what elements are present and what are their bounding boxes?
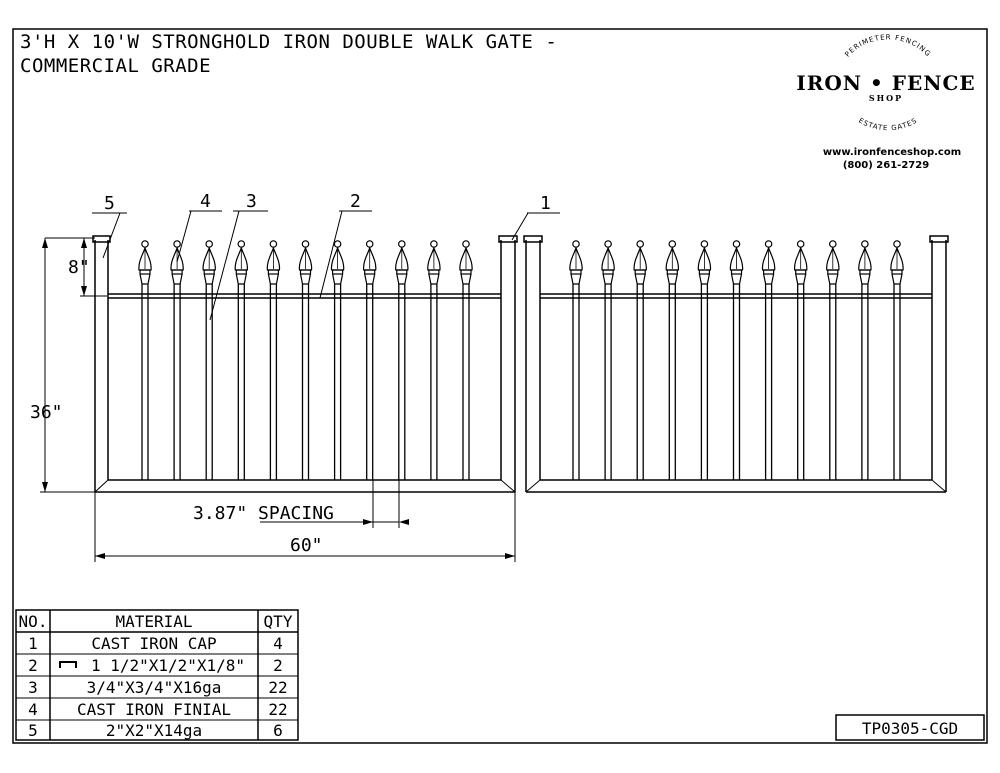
picket-right-6	[729, 240, 744, 480]
drawing-number: TP0305-CGD	[862, 719, 958, 738]
bom-row-5-qty: 6	[273, 721, 283, 740]
bom-table: NO. MATERIAL QTY 1 CAST IRON CAP 4 2 1 1…	[15, 609, 299, 741]
dim-8-arrow-top	[81, 238, 87, 248]
bom-row-1-material: CAST IRON CAP	[91, 634, 216, 653]
picket-left-2	[170, 240, 184, 480]
bom-row-2-qty: 2	[273, 656, 283, 675]
logo-phone: (800) 261-2729	[843, 160, 929, 171]
bom-row-4-no: 4	[28, 700, 38, 719]
logo-arc-top: PERIMETER FENCING	[843, 33, 932, 58]
picket-right-1	[569, 240, 583, 480]
bom-row-1-no: 1	[28, 634, 38, 653]
picket-left-11	[459, 240, 473, 480]
picket-left-5	[266, 240, 281, 480]
bom-row-1-qty: 4	[273, 634, 283, 653]
picket-left-1	[138, 240, 152, 480]
dim-36-arrow-top	[42, 238, 48, 248]
callout-3-leader	[209, 210, 240, 321]
dim-spacing-label: 3.87" SPACING	[193, 503, 334, 524]
title-line-2: COMMERCIAL GRADE	[20, 55, 211, 77]
picket-right-10	[858, 240, 872, 480]
callout-4: 4	[200, 191, 211, 212]
picket-right-8	[793, 240, 808, 480]
logo-sub: SHOP	[869, 93, 903, 103]
left-leaf-right-cap	[498, 235, 518, 243]
callout-2-leader	[319, 210, 343, 299]
sheet-border	[12, 28, 988, 744]
dim-spacing-arrow-left	[363, 519, 373, 525]
dim-spacing-arrow-right	[399, 519, 409, 525]
picket-right-7	[761, 240, 776, 480]
title-line-1: 3'H X 10'W STRONGHOLD IRON DOUBLE WALK G…	[20, 31, 557, 53]
dim-finial-label: 8"	[68, 257, 90, 278]
picket-right-3	[633, 240, 647, 480]
pickets-group	[138, 240, 904, 480]
picket-right-4	[665, 240, 680, 480]
picket-right-5	[697, 240, 712, 480]
drawing-number-box	[835, 714, 985, 741]
bom-header-qty: QTY	[264, 612, 293, 631]
iron-fence-shop-logo: PERIMETER FENCING IRON • FENCE SHOP ESTA…	[796, 33, 975, 171]
logo-name: IRON • FENCE	[796, 71, 975, 95]
right-corner-bl	[525, 479, 541, 493]
fence-drawing	[92, 235, 949, 493]
picket-left-9	[395, 240, 409, 480]
callout-5-leader	[102, 212, 121, 259]
picket-left-6	[298, 240, 313, 480]
picket-right-2	[601, 240, 615, 480]
right-post-cap	[929, 235, 949, 243]
picket-left-10	[427, 240, 441, 480]
right-corner-br	[931, 479, 947, 493]
right-leaf-left-cap	[523, 235, 543, 243]
dim-36-arrow-bottom	[42, 482, 48, 492]
dim-8-arrow-bottom	[81, 286, 87, 296]
callout-3: 3	[246, 191, 257, 212]
picket-right-11	[890, 240, 904, 480]
callout-2: 2	[350, 191, 361, 212]
bom-row-2-material: 1 1/2"X1/2"X1/8"	[91, 656, 245, 675]
logo-arc-bottom: ESTATE GATES	[857, 117, 919, 133]
bom-row-5-material: 2"X2"X14ga	[106, 721, 202, 740]
picket-left-7	[330, 240, 345, 480]
picket-left-8	[362, 240, 377, 480]
bom-row-4-material: CAST IRON FINIAL	[77, 700, 231, 719]
bom-row-3-material: 3/4"X3/4"X16ga	[87, 678, 222, 697]
callout-4-leader	[176, 210, 192, 263]
dim-60-arrow-right	[505, 553, 515, 559]
callout-1-leader	[511, 212, 529, 241]
picket-left-3	[202, 240, 216, 480]
logo-website: www.ironfenceshop.com	[823, 147, 961, 158]
left-corner-br	[500, 479, 516, 493]
dim-height-label: 36"	[30, 402, 63, 423]
dim-width-label: 60"	[290, 535, 323, 556]
bom-row-5-no: 5	[28, 721, 38, 740]
picket-left-4	[234, 240, 249, 480]
callouts: 5 4 3 2 1	[92, 191, 560, 321]
bom-row-2-no: 2	[28, 656, 38, 675]
bom-border	[15, 609, 299, 741]
channel-icon	[59, 661, 77, 668]
bom-row-3-qty: 22	[268, 678, 287, 697]
dimensions: 8" 36" 3.87" SPACING 60"	[30, 237, 516, 562]
callout-1: 1	[540, 193, 551, 214]
bom-row-4-qty: 22	[268, 700, 287, 719]
dim-60-arrow-left	[95, 553, 105, 559]
bom-header-material: MATERIAL	[115, 612, 192, 631]
bom-row-3-no: 3	[28, 678, 38, 697]
callout-5: 5	[104, 193, 115, 214]
picket-right-9	[826, 240, 840, 480]
left-corner-bl	[94, 479, 109, 493]
bom-header-no: NO.	[19, 612, 48, 631]
